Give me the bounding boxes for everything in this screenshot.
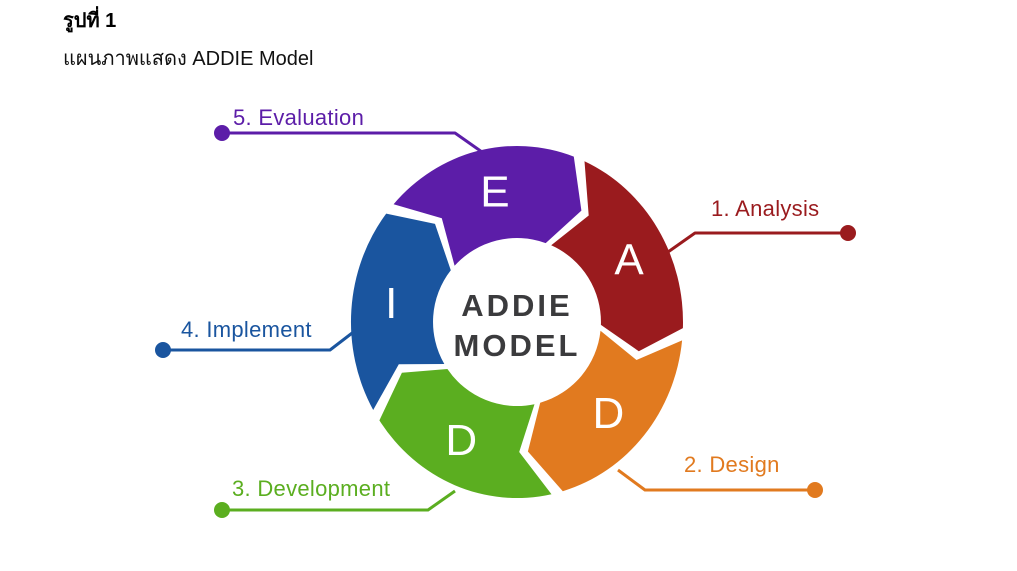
segment-letter-implement: I: [385, 279, 397, 328]
segment-analysis: [551, 161, 683, 352]
figure-caption: แผนภาพแสดง ADDIE Model: [63, 48, 314, 70]
connector-analysis: [667, 231, 848, 254]
segment-letter-development: D: [445, 416, 477, 465]
step-label-development: 3. Development: [232, 476, 391, 501]
segment-letter-design: D: [593, 389, 625, 438]
segment-development: [379, 369, 552, 499]
connector-evaluation: [222, 131, 483, 154]
figure-header: รูปที่ 1 แผนภาพแสดง ADDIE Model: [63, 8, 313, 72]
step-label-design: 2. Design: [684, 452, 780, 477]
step-label-implement: 4. Implement: [181, 317, 312, 342]
step-label-analysis: 1. Analysis: [711, 196, 820, 221]
segment-evaluation: [393, 145, 582, 266]
segment-implement: [350, 213, 451, 410]
segment-design: [527, 330, 683, 492]
connector-design: [617, 468, 815, 492]
center-title-line2: MODEL: [453, 328, 581, 363]
segment-letter-analysis: A: [614, 236, 644, 285]
step-label-evaluation: 5. Evaluation: [233, 105, 365, 130]
connector-development: [222, 489, 456, 512]
center-title: ADDIE MODEL: [454, 286, 581, 366]
connector-dot-implement: [155, 342, 171, 358]
connector-dot-design: [807, 482, 823, 498]
figure-number: รูปที่ 1: [63, 10, 117, 32]
connector-implement: [163, 325, 361, 352]
connector-dot-analysis: [840, 225, 856, 241]
center-title-line1: ADDIE: [461, 288, 573, 323]
segment-letter-evaluation: E: [480, 168, 509, 217]
connector-dot-development: [214, 502, 230, 518]
connector-dot-evaluation: [214, 125, 230, 141]
